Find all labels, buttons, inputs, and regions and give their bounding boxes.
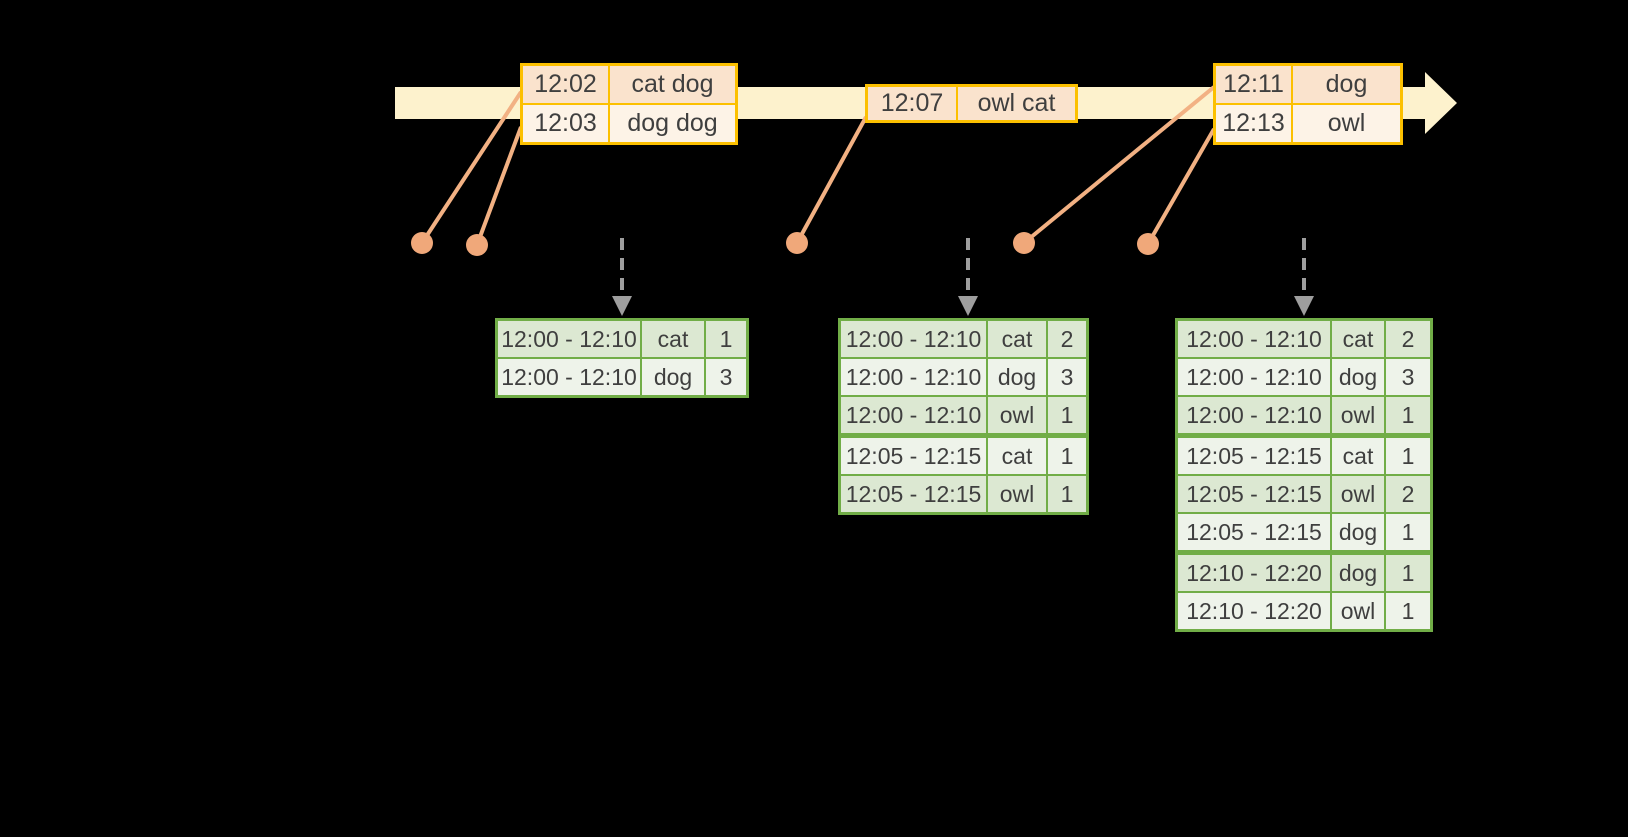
- result-table-1: 12:00 - 12:10 cat 1 12:00 - 12:10 dog 3: [495, 318, 749, 398]
- word-cell: dog: [642, 359, 704, 395]
- window-cell: 12:05 - 12:15: [1178, 476, 1330, 512]
- event-dot-3: [786, 232, 808, 254]
- count-cell: 1: [1386, 593, 1430, 629]
- result-row: 12:05 - 12:15 cat 1: [1178, 438, 1430, 474]
- window-cell: 12:00 - 12:10: [1178, 321, 1330, 357]
- word-cell: owl: [1332, 476, 1384, 512]
- count-cell: 3: [1048, 359, 1086, 395]
- count-cell: 2: [1048, 321, 1086, 357]
- word-cell: dog: [1332, 514, 1384, 550]
- result-table-2: 12:00 - 12:10 cat 2 12:00 - 12:10 dog 3 …: [838, 318, 1089, 515]
- event-row: 12:03 dog dog: [523, 105, 735, 142]
- result-row: 12:10 - 12:20 dog 1: [1178, 555, 1430, 591]
- count-cell: 1: [1386, 514, 1430, 550]
- event-words: owl cat: [958, 87, 1075, 120]
- window-cell: 12:05 - 12:15: [1178, 514, 1330, 550]
- window-cell: 12:05 - 12:15: [841, 438, 986, 474]
- result-table-3: 12:00 - 12:10 cat 2 12:00 - 12:10 dog 3 …: [1175, 318, 1433, 632]
- window-cell: 12:00 - 12:10: [841, 321, 986, 357]
- word-cell: dog: [1332, 359, 1384, 395]
- event-words: dog dog: [610, 105, 735, 142]
- word-cell: dog: [988, 359, 1046, 395]
- event-words: cat dog: [610, 66, 735, 103]
- event-table-2: 12:07 owl cat: [865, 84, 1078, 123]
- event-time: 12:03: [523, 105, 608, 142]
- window-cell: 12:00 - 12:10: [498, 359, 640, 395]
- count-cell: 2: [1386, 321, 1430, 357]
- trigger-arrowhead-icon-3: [1294, 296, 1314, 316]
- result-row: 12:00 - 12:10 cat 2: [1178, 321, 1430, 357]
- event-row: 12:07 owl cat: [868, 87, 1075, 120]
- event-time: 12:07: [868, 87, 956, 120]
- count-cell: 1: [1386, 438, 1430, 474]
- window-cell: 12:10 - 12:20: [1178, 593, 1330, 629]
- event-table-3: 12:11 dog 12:13 owl: [1213, 63, 1403, 145]
- count-cell: 1: [1386, 555, 1430, 591]
- count-cell: 3: [706, 359, 746, 395]
- leader-line-5: [1146, 128, 1216, 245]
- result-row: 12:00 - 12:10 dog 3: [498, 359, 746, 395]
- result-row: 12:00 - 12:10 dog 3: [841, 359, 1086, 395]
- count-cell: 1: [1386, 397, 1430, 433]
- event-row: 12:02 cat dog: [523, 66, 735, 103]
- word-cell: cat: [1332, 321, 1384, 357]
- count-cell: 1: [1048, 476, 1086, 512]
- event-dot-1: [411, 232, 433, 254]
- count-cell: 2: [1386, 476, 1430, 512]
- result-row: 12:05 - 12:15 cat 1: [841, 438, 1086, 474]
- window-cell: 12:05 - 12:15: [841, 476, 986, 512]
- result-row: 12:00 - 12:10 cat 2: [841, 321, 1086, 357]
- result-row: 12:10 - 12:20 owl 1: [1178, 593, 1430, 629]
- word-cell: owl: [1332, 397, 1384, 433]
- result-row: 12:05 - 12:15 owl 1: [841, 476, 1086, 512]
- trigger-arrowhead-icon-2: [958, 296, 978, 316]
- event-dot-2: [466, 234, 488, 256]
- result-row: 12:05 - 12:15 owl 2: [1178, 476, 1430, 512]
- count-cell: 1: [1048, 438, 1086, 474]
- event-dot-4: [1013, 232, 1035, 254]
- result-row: 12:00 - 12:10 cat 1: [498, 321, 746, 357]
- event-time: 12:13: [1216, 105, 1291, 142]
- word-cell: cat: [988, 321, 1046, 357]
- word-cell: owl: [988, 476, 1046, 512]
- event-row: 12:13 owl: [1216, 105, 1400, 142]
- event-words: owl: [1293, 105, 1400, 142]
- window-cell: 12:05 - 12:15: [1178, 438, 1330, 474]
- event-time: 12:02: [523, 66, 608, 103]
- result-row: 12:00 - 12:10 owl 1: [841, 397, 1086, 433]
- event-time: 12:11: [1216, 66, 1291, 103]
- window-cell: 12:00 - 12:10: [498, 321, 640, 357]
- word-cell: cat: [642, 321, 704, 357]
- window-cell: 12:10 - 12:20: [1178, 555, 1330, 591]
- word-cell: owl: [1332, 593, 1384, 629]
- word-cell: cat: [988, 438, 1046, 474]
- timeline-arrowhead-icon: [1425, 72, 1457, 134]
- leader-line-3: [795, 116, 868, 244]
- trigger-arrowhead-icon-1: [612, 296, 632, 316]
- window-cell: 12:00 - 12:10: [841, 397, 986, 433]
- count-cell: 1: [706, 321, 746, 357]
- result-row: 12:00 - 12:10 owl 1: [1178, 397, 1430, 433]
- word-cell: owl: [988, 397, 1046, 433]
- window-cell: 12:00 - 12:10: [1178, 359, 1330, 395]
- result-row: 12:05 - 12:15 dog 1: [1178, 514, 1430, 550]
- word-cell: cat: [1332, 438, 1384, 474]
- count-cell: 1: [1048, 397, 1086, 433]
- word-cell: dog: [1332, 555, 1384, 591]
- event-row: 12:11 dog: [1216, 66, 1400, 103]
- event-table-1: 12:02 cat dog 12:03 dog dog: [520, 63, 738, 145]
- event-words: dog: [1293, 66, 1400, 103]
- window-cell: 12:00 - 12:10: [841, 359, 986, 395]
- window-cell: 12:00 - 12:10: [1178, 397, 1330, 433]
- result-row: 12:00 - 12:10 dog 3: [1178, 359, 1430, 395]
- event-dot-5: [1137, 233, 1159, 255]
- count-cell: 3: [1386, 359, 1430, 395]
- leader-line-2: [475, 126, 523, 246]
